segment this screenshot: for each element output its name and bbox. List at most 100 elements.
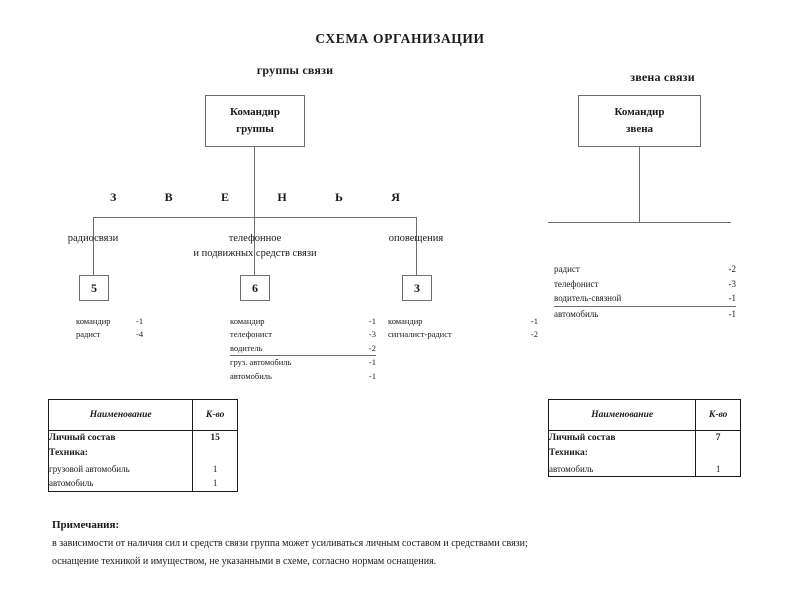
commander-link-line1: Командир bbox=[614, 105, 665, 118]
branch-label-phone: телефонное и подвижных средств связи bbox=[180, 231, 330, 261]
staff-role-qty: -1 bbox=[368, 316, 376, 326]
connector-drop-alert bbox=[416, 217, 417, 275]
summary-row-name: Личный состав bbox=[549, 433, 616, 443]
branch-label-alert: оповещения bbox=[356, 231, 476, 246]
commander-group-line2: группы bbox=[236, 123, 274, 135]
staff-role-qty: -1 bbox=[368, 357, 376, 368]
notes-line-1: в зависимости от наличия сил и средств с… bbox=[52, 538, 528, 550]
summary-row-name: Техника: bbox=[49, 448, 88, 459]
table-cell-qtys: 7 1 bbox=[695, 429, 741, 478]
branch-label-line2: и подвижных средств связи bbox=[193, 248, 317, 260]
staff-list-phone: командир -1 телефонист -3 водитель -2 груз. ав… bbox=[230, 315, 376, 383]
zvenya-letter-row: З В Е Н Ь Я bbox=[110, 190, 400, 205]
summary-row-qty: 1 bbox=[715, 463, 721, 474]
staff-role-name: сигналист-радист bbox=[388, 329, 452, 340]
staff-role-name: телефонист bbox=[230, 329, 272, 340]
table-header-qty: К-во bbox=[695, 399, 741, 431]
staff-list-link: радист -2 телефонист -3 водитель-связной -1 ав… bbox=[554, 262, 736, 321]
zvenya-letter: З bbox=[110, 190, 117, 204]
summary-row-name: грузовой автомобиль bbox=[49, 463, 130, 474]
staff-role-name: радист bbox=[76, 329, 101, 340]
zvenya-letter: Н bbox=[277, 190, 287, 204]
branch-count-box-radio: 5 bbox=[79, 275, 109, 301]
staff-row: водитель -2 bbox=[230, 342, 376, 357]
staff-row: командир -1 bbox=[230, 315, 376, 328]
staff-role-name: автомобиль bbox=[230, 370, 272, 381]
staff-row: автомобиль -1 bbox=[230, 370, 376, 383]
summary-row-qty bbox=[696, 446, 740, 461]
staff-role-qty: -2 bbox=[368, 342, 376, 353]
summary-row-qty: 1 bbox=[212, 463, 218, 474]
staff-role-name: автомобиль bbox=[554, 308, 599, 319]
staff-role-qty: -1 bbox=[728, 308, 737, 319]
summary-row-name: Техника: bbox=[549, 448, 588, 459]
staff-role-qty: -1 bbox=[530, 316, 538, 326]
staff-row: телефонист -3 bbox=[230, 328, 376, 341]
staff-list-alert: командир -1 сигналист-радист -2 bbox=[388, 315, 538, 342]
commander-link-line2: звена bbox=[625, 123, 654, 135]
summary-row-qty: 1 bbox=[212, 478, 218, 489]
staff-role-qty: -1 bbox=[728, 293, 737, 304]
staff-role-name: командир bbox=[76, 316, 111, 326]
section-caption-groups: группы связи bbox=[256, 63, 334, 77]
connector-trunk-right bbox=[639, 147, 640, 222]
zvenya-letter: Я bbox=[391, 190, 400, 204]
staff-role-name: радист bbox=[554, 264, 580, 274]
staff-role-name: командир bbox=[388, 316, 423, 326]
zvenya-letter: В bbox=[164, 190, 173, 204]
staff-role-qty: -2 bbox=[728, 264, 737, 274]
summary-row-qty: 15 bbox=[210, 433, 220, 443]
connector-trunk-left bbox=[254, 147, 255, 217]
branch-label-radio: радиосвязи bbox=[28, 231, 158, 246]
summary-row-qty bbox=[193, 446, 237, 461]
staff-role-qty: -3 bbox=[368, 329, 376, 340]
staff-role-qty: -4 bbox=[136, 329, 144, 340]
staff-row: командир -1 bbox=[388, 315, 538, 328]
notes-heading: Примечания: bbox=[52, 519, 120, 531]
connector-drop-radio bbox=[93, 217, 94, 275]
zvenya-letter: Ь bbox=[335, 190, 343, 204]
table-header-row: Наименование К-во bbox=[47, 399, 238, 431]
summary-row-name: автомобиль bbox=[49, 478, 94, 489]
branch-label-line1: радиосвязи bbox=[67, 233, 119, 244]
branch-count-box-alert: 3 bbox=[402, 275, 432, 301]
staff-role-qty: -2 bbox=[530, 329, 538, 340]
summary-row-name: Личный состав bbox=[49, 433, 116, 443]
staff-role-name: телефонист bbox=[554, 278, 599, 289]
commander-group-line1: Командир bbox=[230, 105, 280, 118]
table-header-name: Наименование bbox=[47, 399, 194, 431]
staff-role-name: груз. автомобиль bbox=[230, 357, 292, 368]
notes-line-2: оснащение техникой и имуществом, не указ… bbox=[52, 555, 437, 567]
branch-label-line1: телефонное bbox=[228, 233, 282, 244]
table-header-row: Наименование К-во bbox=[547, 399, 741, 431]
connector-drop-phone bbox=[254, 217, 255, 275]
staff-role-name: водитель bbox=[230, 342, 263, 353]
summary-row-name: автомобиль bbox=[549, 463, 594, 474]
staff-row: радист -4 bbox=[76, 328, 184, 341]
section-caption-links: звена связи bbox=[630, 70, 695, 84]
staff-role-qty: -1 bbox=[368, 370, 376, 381]
branch-count-box-phone: 6 bbox=[240, 275, 270, 301]
table-cell-qtys: 15 1 1 bbox=[192, 430, 238, 492]
commander-link-box: Командир звена bbox=[578, 95, 701, 147]
table-header-name: Наименование bbox=[547, 399, 697, 431]
staff-role-name: водитель-связной bbox=[554, 293, 622, 304]
staff-role-qty: -3 bbox=[728, 278, 737, 289]
zvenya-letter: Е bbox=[221, 190, 230, 204]
branch-label-line1: оповещения bbox=[388, 233, 444, 244]
page-title: СХЕМА ОРГАНИЗАЦИИ bbox=[315, 31, 485, 46]
staff-row: водитель-связной -1 bbox=[554, 291, 736, 307]
notes-block: Примечания: в зависимости от наличия сил… bbox=[52, 516, 752, 570]
table-header-qty: К-во bbox=[192, 399, 238, 431]
staff-row: телефонист -3 bbox=[554, 277, 736, 292]
summary-row-qty: 7 bbox=[715, 433, 721, 443]
staff-role-name: командир bbox=[230, 316, 265, 326]
staff-row: радист -2 bbox=[554, 262, 736, 277]
